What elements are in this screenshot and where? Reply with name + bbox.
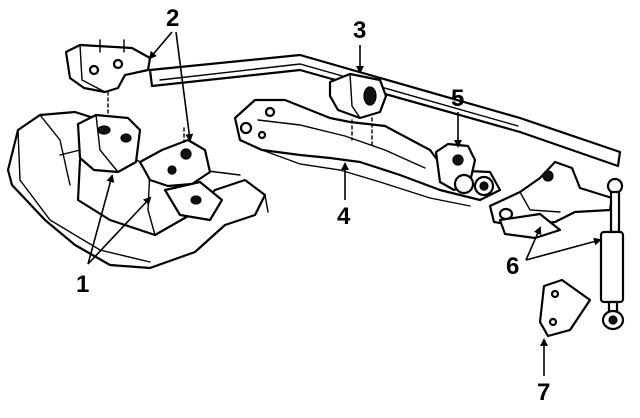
upper-mount-bracket (64, 39, 152, 94)
callout-6: 6 (506, 253, 519, 280)
leader-lines (87, 31, 602, 376)
left-engine-mount (59, 113, 142, 174)
shock-absorber (599, 177, 625, 331)
callout-2: 2 (166, 5, 179, 32)
callout-1: 1 (76, 271, 89, 298)
crossmember-bushing (434, 142, 495, 197)
callout-3: 3 (353, 17, 366, 44)
callout-4: 4 (337, 203, 351, 230)
triangular-bracket (538, 278, 592, 338)
callout-labels: 1 2 3 4 5 6 7 (76, 5, 550, 406)
upper-frame-rail (148, 53, 622, 168)
callout-5: 5 (451, 85, 464, 112)
control-arm (488, 160, 614, 240)
crossmember (233, 98, 502, 207)
right-engine-mount (138, 127, 224, 222)
callout-7: 7 (537, 379, 550, 406)
transmission-mount (328, 72, 388, 147)
